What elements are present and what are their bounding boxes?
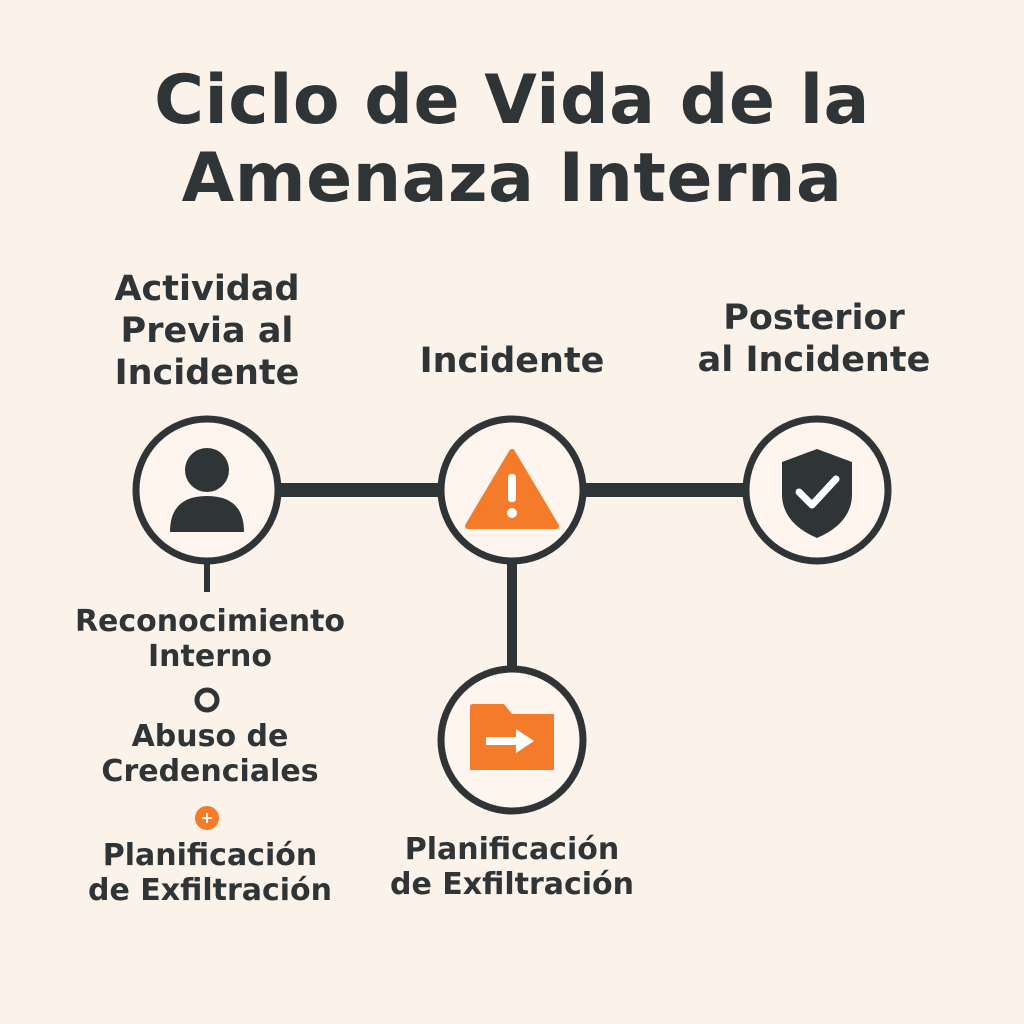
stage-label-line: Previa al bbox=[120, 311, 294, 351]
diagram-title: Ciclo de Vida de la Amenaza Interna bbox=[0, 62, 1024, 218]
stage-label-pre-incident: Actividad Previa al Incidente bbox=[62, 268, 352, 394]
stage-label-line: Actividad bbox=[114, 269, 300, 309]
stage-label-incident: Incidente bbox=[380, 340, 644, 382]
step-label-reconocimiento: Reconocimiento Interno bbox=[40, 604, 380, 674]
branch-label-planificacion-exfiltracion: Planificación de Exfiltración bbox=[372, 832, 652, 902]
step-label-line: Reconocimiento bbox=[74, 604, 346, 639]
warning-triangle-icon bbox=[465, 449, 559, 529]
title-line-1: Ciclo de Vida de la bbox=[154, 61, 870, 140]
branch-label-line: de Exfiltración bbox=[389, 867, 635, 902]
step-label-abuso-credenciales: Abuso de Credenciales bbox=[60, 719, 360, 789]
shield-check-icon bbox=[782, 449, 852, 538]
stage-label-line: Incidente bbox=[419, 341, 605, 381]
stage-label-line: Incidente bbox=[114, 353, 300, 393]
title-line-2: Amenaza Interna bbox=[181, 139, 843, 218]
person-icon bbox=[170, 448, 244, 532]
step-label-line: Interno bbox=[148, 639, 272, 674]
step-label-line: de Exfiltración bbox=[87, 873, 333, 908]
stage-label-line: al Incidente bbox=[697, 340, 931, 380]
step-label-line: Planificación bbox=[102, 838, 318, 873]
step-label-line: Abuso de bbox=[131, 719, 289, 754]
branch-label-line: Planificación bbox=[404, 832, 620, 867]
stage-label-line: Posterior bbox=[723, 298, 905, 338]
step-label-line: Credenciales bbox=[101, 754, 319, 789]
folder-arrow-icon bbox=[470, 704, 554, 770]
step-label-planificacion-exfiltracion: Planificación de Exfiltración bbox=[50, 838, 370, 908]
step-marker-ring bbox=[194, 687, 220, 713]
stage-label-post-incident: Posterior al Incidente bbox=[672, 297, 956, 381]
step-marker-plus bbox=[195, 806, 219, 830]
